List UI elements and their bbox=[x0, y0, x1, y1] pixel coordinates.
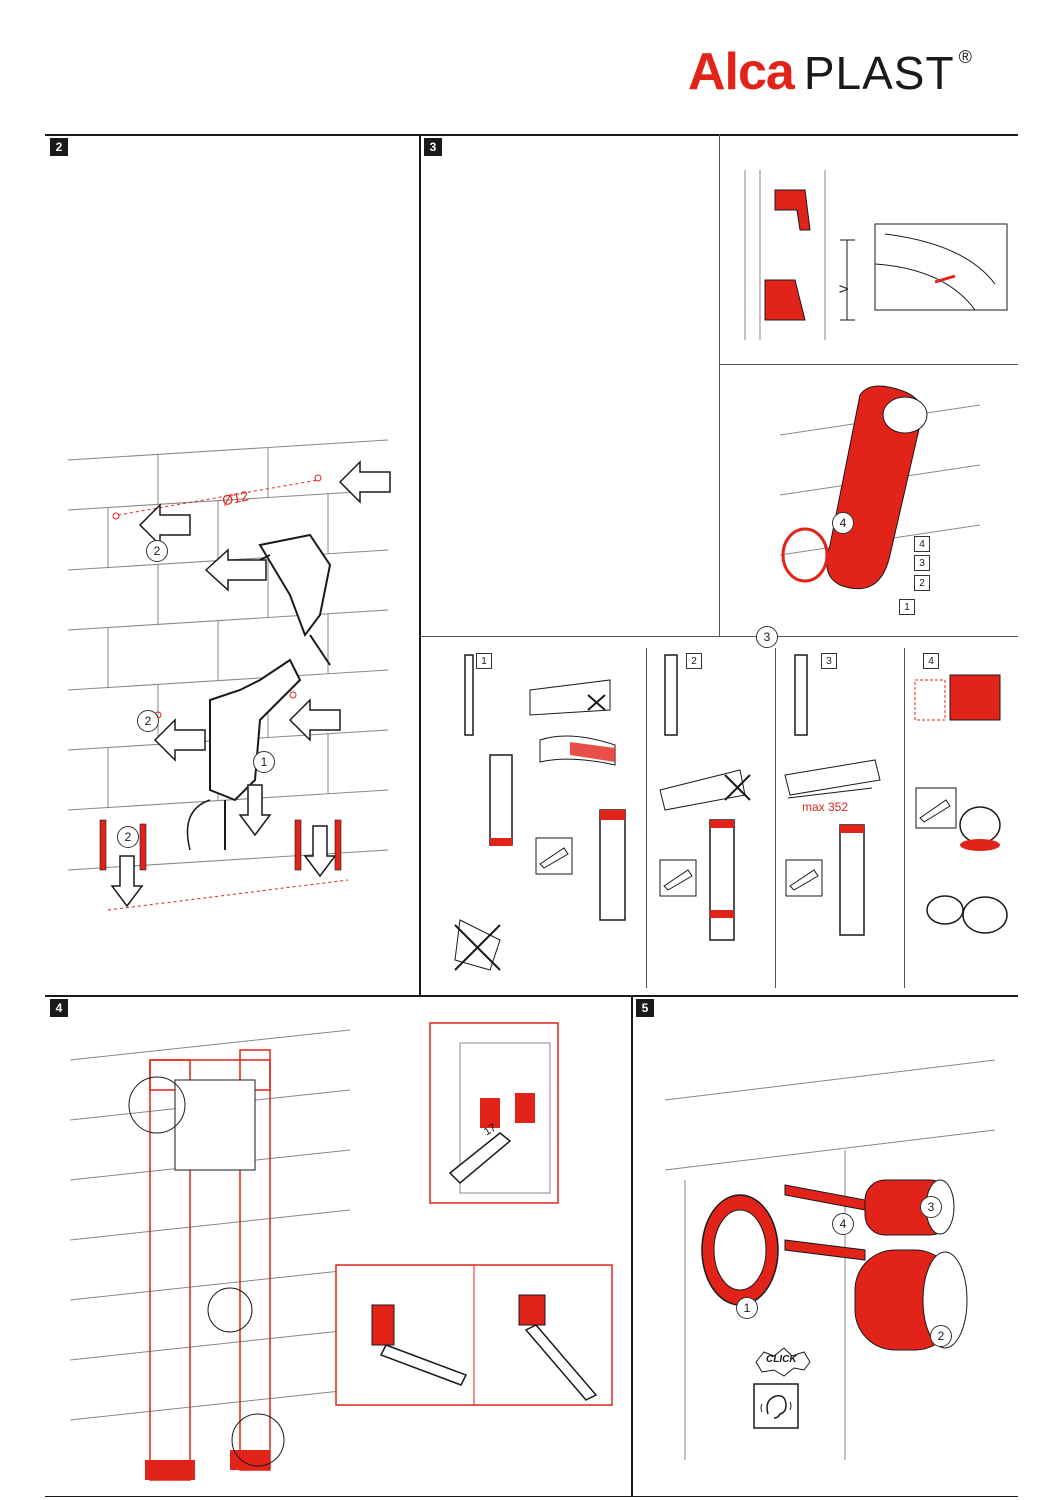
substep-2-label: 2 bbox=[686, 653, 702, 669]
flexible-pipe-illustration bbox=[779, 385, 981, 590]
substep-4-label: 4 bbox=[923, 653, 939, 669]
installation-frame-illustration bbox=[69, 1029, 351, 1481]
part-label-1: 1 bbox=[899, 599, 915, 615]
arrow-icon bbox=[288, 698, 341, 742]
arrow-icon bbox=[204, 548, 267, 592]
callout-4: 4 bbox=[832, 512, 854, 534]
click-label: CLICK bbox=[766, 1354, 797, 1365]
callout-2: 2 bbox=[137, 710, 159, 732]
connector-sub4 bbox=[914, 674, 1008, 934]
divider-3-detail-mid bbox=[720, 364, 1018, 365]
callout-2: 2 bbox=[930, 1325, 952, 1347]
arrow-icon bbox=[338, 460, 391, 504]
callout-4: 4 bbox=[832, 1213, 854, 1235]
arrow-icon bbox=[238, 784, 272, 837]
drill-icon bbox=[249, 533, 332, 666]
dimension-v-label: V bbox=[837, 284, 852, 294]
pipe-section-detail bbox=[744, 170, 855, 340]
arrow-icon bbox=[110, 855, 144, 908]
click-burst-icon bbox=[755, 1347, 811, 1377]
registered-mark: ® bbox=[958, 47, 972, 67]
part-label-4: 4 bbox=[914, 536, 930, 552]
max-length-label: max 352 bbox=[802, 800, 849, 814]
divider-2-3 bbox=[419, 134, 421, 996]
lubricant-tube-icon bbox=[915, 787, 957, 829]
step-3-badge: 3 bbox=[424, 138, 442, 156]
brand-logo: Alca PLAST ® bbox=[688, 42, 972, 102]
middle-divider bbox=[45, 995, 1018, 997]
substep-divider-b bbox=[775, 648, 776, 988]
arrow-icon bbox=[153, 718, 206, 762]
wrench-detail-bottom bbox=[335, 1264, 613, 1406]
pipe-seal-zoom-detail bbox=[874, 223, 1008, 311]
callout-1: 1 bbox=[253, 751, 275, 773]
top-divider bbox=[45, 134, 1018, 136]
lubricant-tube-icon bbox=[659, 859, 697, 897]
arrow-icon bbox=[138, 503, 191, 547]
callout-2: 2 bbox=[146, 540, 168, 562]
brand-name-dark: PLAST bbox=[803, 47, 955, 99]
step-4-badge: 4 bbox=[50, 999, 68, 1017]
substep-1-label: 1 bbox=[476, 653, 492, 669]
divider-3-substeps bbox=[420, 636, 1018, 637]
part-label-2: 2 bbox=[914, 575, 930, 591]
callout-2: 2 bbox=[117, 826, 139, 848]
lubricant-tube-icon bbox=[535, 837, 573, 875]
wrench-detail-top bbox=[429, 1022, 559, 1204]
bottom-divider bbox=[45, 1496, 1018, 1497]
corrugated-hose-sub1 bbox=[454, 654, 626, 971]
corrugated-hose-sub3 bbox=[784, 654, 881, 936]
callout-3: 3 bbox=[756, 626, 778, 648]
step-2-badge: 2 bbox=[50, 138, 68, 156]
brand-name-red: Alca bbox=[688, 43, 795, 101]
substep-divider-a bbox=[646, 648, 647, 988]
substep-divider-c bbox=[904, 648, 905, 988]
ear-icon bbox=[753, 1383, 799, 1429]
substep-3-label: 3 bbox=[821, 653, 837, 669]
callout-1: 1 bbox=[736, 1297, 758, 1319]
seal-installation-illustration bbox=[664, 1059, 996, 1460]
divider-3-detail bbox=[719, 134, 720, 636]
lubricant-tube-icon bbox=[785, 859, 823, 897]
wall-plug-icons bbox=[99, 819, 342, 871]
step-5-badge: 5 bbox=[636, 999, 654, 1017]
divider-4-5 bbox=[631, 995, 633, 1497]
arrow-icon bbox=[303, 825, 337, 878]
part-label-3: 3 bbox=[914, 555, 930, 571]
corrugated-hose-sub2 bbox=[659, 654, 751, 941]
drill-icon bbox=[186, 658, 302, 851]
callout-3: 3 bbox=[920, 1196, 942, 1218]
